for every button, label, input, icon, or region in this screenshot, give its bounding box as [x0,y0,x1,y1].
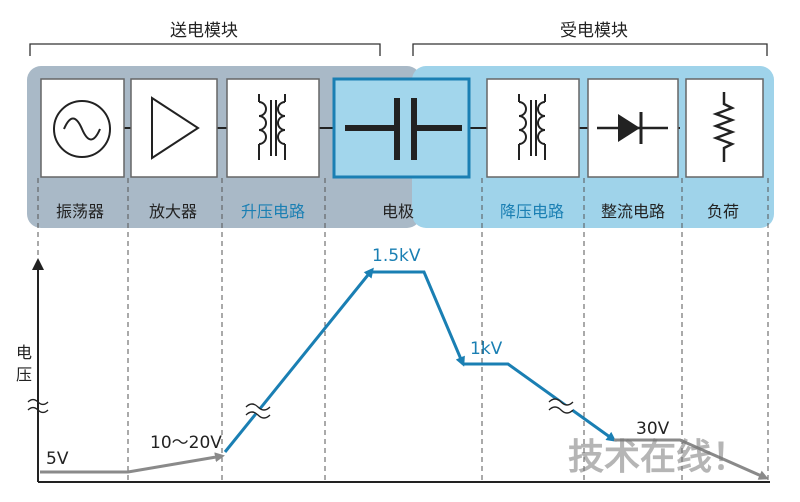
receive-module-title: 受电模块 [560,21,628,41]
receive-module-brace [412,43,768,56]
send-module-panel [27,66,421,228]
component-label-stepup: 升压电路 [241,202,306,221]
component-label-oscillator: 振荡器 [56,202,105,221]
voltage-line-stepdown [463,362,617,442]
voltage-value-10-20v: 10～20V [150,433,222,453]
stepup-box [226,78,320,178]
capacitor-icon [345,98,462,160]
component-label-stepdown: 降压电路 [500,202,565,221]
amplifier-box [130,78,218,178]
transformer-icon [518,94,546,160]
component-label-rectifier: 整流电路 [601,202,666,221]
voltage-value-1-5kv: 1.5kV [372,246,421,266]
component-label-amplifier: 放大器 [149,202,198,221]
transformer-icon [258,94,286,160]
voltage-line-stepup [223,267,374,453]
component-label-electrode: 电极 [382,202,415,221]
resistor-icon [712,92,736,162]
axis-break-mark [27,398,49,414]
voltage-value-5v: 5V [46,449,69,469]
watermark: 技术在线！ [568,436,749,478]
curve-break-marks [245,398,574,419]
voltage-line-low [40,452,225,474]
stepdown-box [486,78,580,178]
voltage-line-output [614,438,769,480]
component-label-load: 负荷 [707,202,740,221]
y-axis-label: 电压 [16,343,33,384]
voltage-value-30v: 30V [636,419,670,439]
diode-icon [597,112,668,144]
amplifier-icon [151,96,200,160]
oscillator-icon [53,100,111,158]
voltage-value-1kv: 1kV [470,339,503,359]
voltage-line-peak [372,270,465,367]
send-module-brace [29,43,381,56]
send-module-title: 送电模块 [170,21,238,41]
y-axis-arrowhead [32,258,44,270]
